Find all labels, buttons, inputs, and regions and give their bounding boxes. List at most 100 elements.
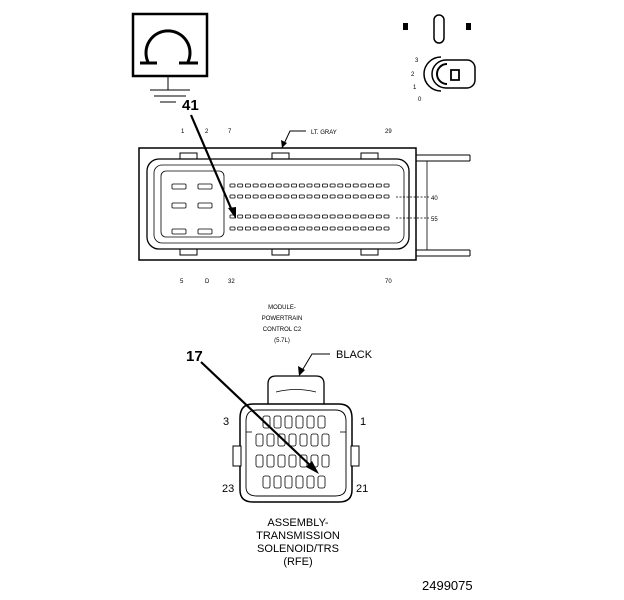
pcm-small-cavity	[383, 226, 390, 231]
pcm-small-cavity	[337, 226, 344, 231]
pcm-small-cavity	[352, 183, 359, 188]
pcm-small-cavity	[352, 226, 359, 231]
trs-cavity	[266, 454, 275, 468]
pcm-pin-label-40: 40	[431, 196, 438, 202]
pcm-small-cavity	[345, 226, 351, 231]
trs-cavity	[284, 475, 293, 489]
pcm-small-cavity	[368, 226, 375, 231]
pcm-small-cavity	[275, 226, 282, 231]
pcm-small-cavity	[337, 183, 344, 188]
pcm-small-cavity	[244, 194, 251, 199]
pcm-pin-label-1: 1	[181, 129, 185, 135]
trs-cavity	[273, 415, 282, 429]
pcm-small-cavity	[306, 183, 313, 188]
pcm-pin-label-d: D	[205, 279, 210, 285]
pcm-small-cavity	[345, 183, 351, 188]
pcm-small-cavity	[383, 183, 390, 188]
pcm-small-cavity	[345, 214, 351, 219]
pcm-small-cavity	[360, 183, 367, 188]
pcm-small-cavity	[368, 214, 375, 219]
pcm-small-cavity	[375, 194, 382, 199]
pcm-large-cavity	[197, 202, 213, 209]
pcm-small-cavity	[306, 214, 313, 219]
pcm-small-cavity	[252, 183, 259, 188]
pcm-large-cavity	[197, 228, 213, 235]
pcm-caption-line-4: (5.7L)	[274, 338, 290, 344]
pcm-small-cavity	[260, 183, 267, 188]
pcm-small-cavity	[298, 194, 305, 199]
pcm-wire-color-label: LT. GRAY	[311, 130, 337, 136]
pcm-small-cavity	[252, 194, 259, 199]
pcm-small-cavity	[283, 226, 290, 231]
ignition-position-2: 2	[411, 72, 415, 78]
pcm-small-cavity	[314, 214, 321, 219]
pcm-small-cavity	[275, 214, 282, 219]
trs-cavity	[273, 475, 282, 489]
pcm-small-cavity	[268, 183, 274, 188]
pcm-caption-line-2: POWERTRAIN	[262, 316, 303, 322]
trs-cavity	[277, 454, 286, 468]
pcm-pin-label-5: 5	[180, 279, 184, 285]
pcm-small-cavity	[352, 214, 359, 219]
pcm-small-cavity	[314, 183, 321, 188]
pcm-small-cavity	[244, 183, 251, 188]
trs-cavity	[299, 433, 308, 447]
pcm-callout-number: 41	[182, 97, 199, 114]
pcm-pin-label-2: 2	[205, 129, 209, 135]
pcm-small-cavity	[268, 214, 274, 219]
pcm-small-cavity	[375, 226, 382, 231]
pcm-callout: 41	[182, 97, 236, 219]
pcm-small-cavity	[229, 183, 236, 188]
pcm-small-cavity	[329, 194, 336, 199]
trs-cavity	[266, 433, 275, 447]
trs-cavity	[306, 415, 315, 429]
pcm-small-cavity	[321, 194, 328, 199]
pcm-pin-label-7: 7	[228, 129, 232, 135]
pcm-large-cavity	[197, 183, 213, 190]
trs-wire-color-label: BLACK	[336, 349, 373, 361]
ignition-position-1: 1	[413, 85, 417, 91]
pcm-pin-label-70: 70	[385, 279, 392, 285]
pcm-small-cavity	[314, 226, 321, 231]
trs-pin-label-21: 21	[356, 483, 368, 495]
pcm-small-cavity	[237, 214, 244, 219]
pcm-small-cavity	[345, 194, 351, 199]
pcm-large-cavities	[171, 183, 213, 235]
pcm-small-cavity	[244, 214, 251, 219]
pcm-small-cavity	[237, 183, 244, 188]
trs-cavity	[317, 415, 326, 429]
pcm-small-cavity	[260, 214, 267, 219]
trs-cavity	[255, 454, 264, 468]
ignition-position-3: 3	[415, 58, 419, 64]
pcm-small-cavities	[229, 183, 390, 231]
pcm-small-cavity	[314, 194, 321, 199]
pcm-small-cavity	[268, 226, 274, 231]
pcm-large-cavity	[171, 228, 187, 235]
pcm-small-cavity	[352, 194, 359, 199]
pcm-small-cavity	[337, 194, 344, 199]
trs-cavity	[310, 433, 319, 447]
trs-cavity	[288, 454, 297, 468]
pcm-small-cavity	[337, 214, 344, 219]
pcm-small-cavity	[375, 183, 382, 188]
ground-symbol-icon	[131, 12, 209, 103]
trs-cavity	[295, 415, 304, 429]
pcm-small-cavity	[329, 183, 336, 188]
pcm-small-cavity	[260, 194, 267, 199]
pcm-pin-label-55: 55	[431, 217, 438, 223]
pcm-small-cavity	[321, 183, 328, 188]
pcm-small-cavity	[306, 194, 313, 199]
pcm-small-cavity	[368, 183, 375, 188]
trs-caption: ASSEMBLY- TRANSMISSION SOLENOID/TRS (RFE…	[256, 517, 340, 568]
pcm-caption: MODULE- POWERTRAIN CONTROL C2 (5.7L)	[262, 305, 303, 344]
pcm-large-cavity	[171, 183, 187, 190]
pcm-small-cavity	[321, 226, 328, 231]
pcm-small-cavity	[268, 194, 274, 199]
pcm-small-cavity	[298, 183, 305, 188]
pcm-small-cavity	[329, 214, 336, 219]
pcm-small-cavity	[229, 226, 236, 231]
trs-cavity	[317, 475, 326, 489]
pcm-small-cavity	[252, 226, 259, 231]
pcm-small-cavity	[298, 226, 305, 231]
